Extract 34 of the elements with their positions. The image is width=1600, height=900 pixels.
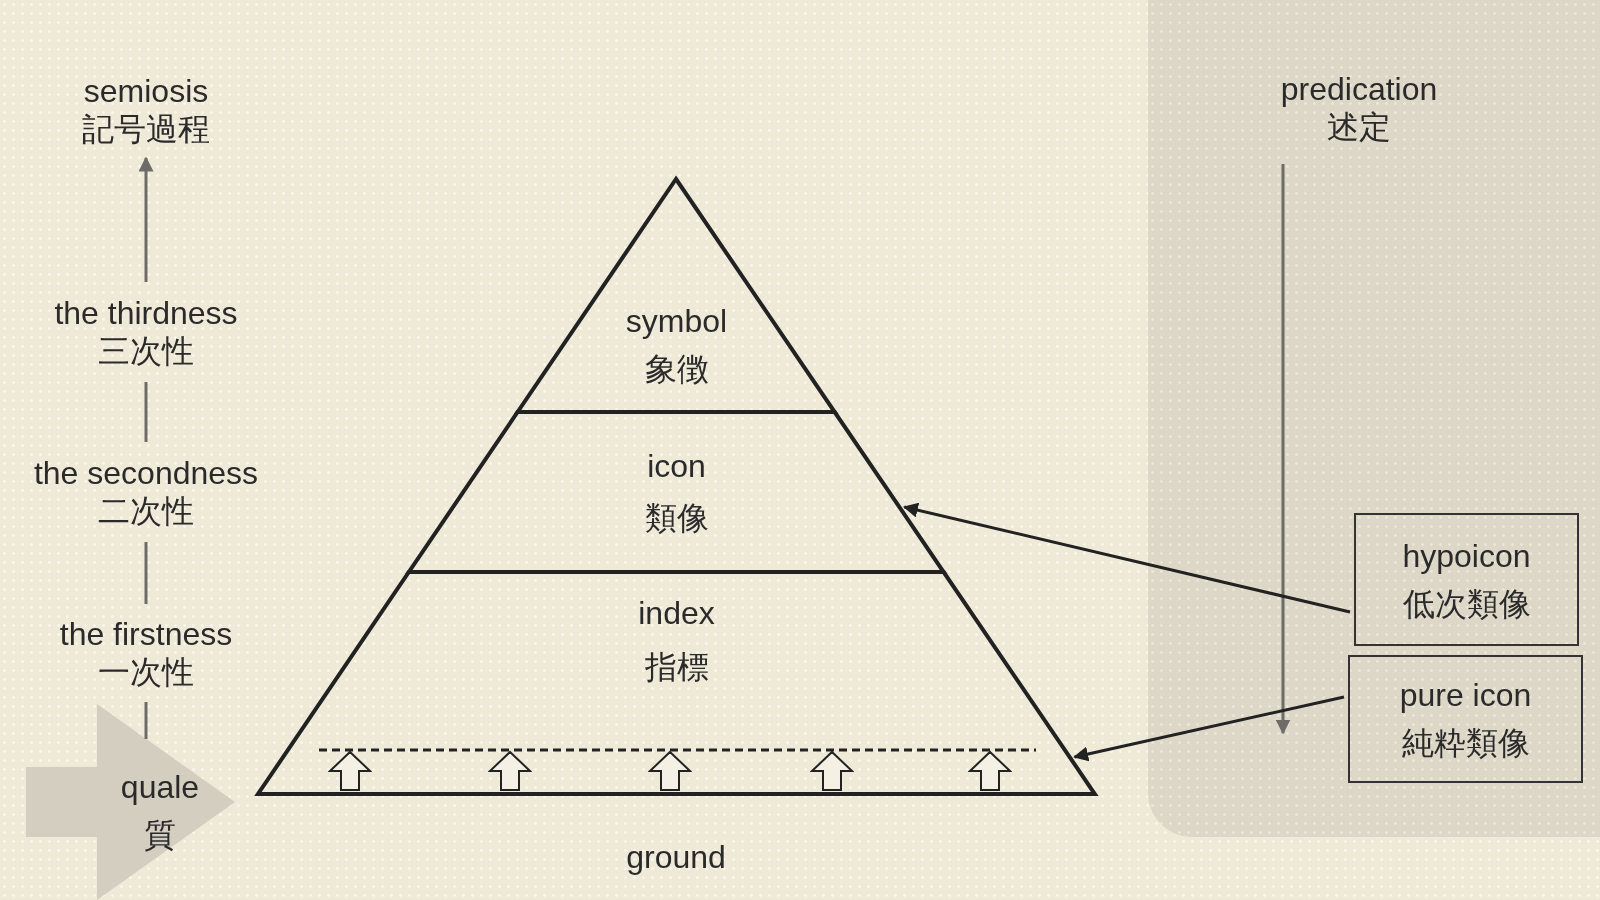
term-label: hypoicon [1402,536,1531,575]
connector-line [144,382,148,442]
arrow [902,502,1351,614]
term-label: 二次性 [98,492,194,530]
term-label: symbol [625,302,728,340]
term-label: 純粋類像 [1401,724,1530,762]
term-label: the thirdness [54,294,238,332]
term-label: icon [647,447,706,485]
term-label: 記号過程 [82,110,210,148]
ground-label: ground [625,838,727,876]
term-label: index [638,594,715,632]
term-label: semiosis [83,72,209,110]
term-label: 述定 [1327,108,1391,146]
term-label: 類像 [644,499,709,537]
term-label: 一次性 [98,653,194,691]
term-label: 象徴 [644,350,709,388]
connector-line [144,542,148,604]
term-label: the secondness [33,454,259,492]
term-label: pure icon [1399,676,1532,714]
term-label: 質 [144,816,176,854]
term-label: predication [1280,70,1438,108]
term-label: the firstness [59,615,233,653]
arrow [1073,695,1345,762]
arrow [138,156,154,282]
term-box [1348,655,1583,783]
connector-line [144,702,148,739]
term-box [1354,513,1579,646]
term-label: 低次類像 [1402,584,1531,623]
term-label: 三次性 [98,332,194,370]
block-arrow [26,704,235,900]
shaded-panel [1148,0,1600,837]
arrow [1275,164,1291,735]
term-label: quale [120,768,200,806]
term-label: 指標 [644,648,709,686]
